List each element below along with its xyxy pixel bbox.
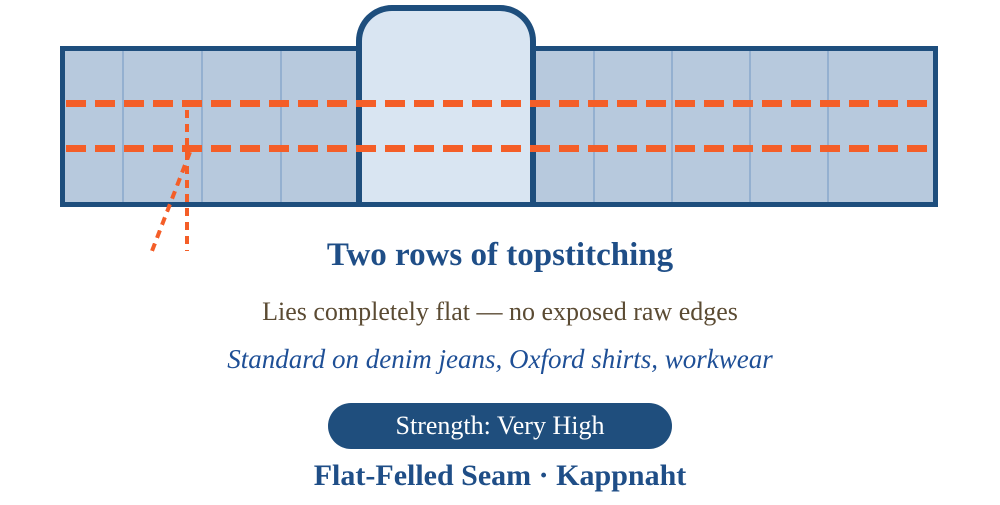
topstitch-row-2 [66,145,932,152]
stitch-leader-line-1 [185,110,189,251]
flatness-note: Lies completely flat — no exposed raw ed… [262,297,738,326]
topstitch-row-1 [66,100,932,107]
fabric-panel-divider [827,51,829,202]
strength-badge-label: Strength: Very High [395,411,605,440]
fabric-panel-divider [201,51,203,202]
fabric-panel-divider [280,51,282,202]
fabric-panel-divider [122,51,124,202]
usage-note: Standard on denim jeans, Oxford shirts, … [227,344,773,374]
fabric-panel-divider [749,51,751,202]
fabric-panel-divider [671,51,673,202]
seam-name-title: Flat-Felled Seam · Kappnaht [313,459,687,492]
strength-badge: Strength: Very High [328,403,672,449]
stitching-label: Two rows of topstitching [326,237,674,273]
fabric-panel-divider [593,51,595,202]
